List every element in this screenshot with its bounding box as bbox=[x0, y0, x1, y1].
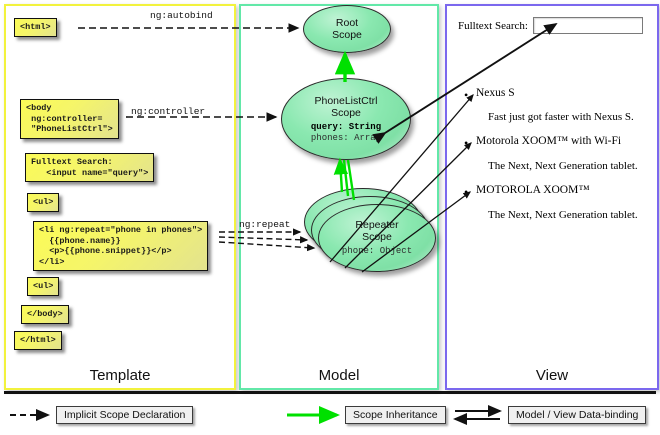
edge-label-ng-autobind: ng:autobind bbox=[150, 10, 213, 21]
legend-implicit-scope-declaration: Implicit Scope Declaration bbox=[56, 406, 194, 424]
phone-name-2: MOTOROLA XOOM™ bbox=[476, 184, 590, 196]
code-box-body-controller: <body ng:controller= "PhoneListCtrl"> bbox=[20, 99, 119, 139]
code-box-ul-close-tag: <ul> bbox=[27, 277, 60, 296]
phone-snippet-0: Fast just got faster with Nexus S. bbox=[488, 111, 634, 123]
code-box-html-open-tag: <html> bbox=[14, 18, 57, 37]
phone-name-0: Nexus S bbox=[476, 87, 515, 99]
panel-view-label: View bbox=[535, 367, 569, 384]
phone-list-item-name-2: • MOTOROLA XOOM™ bbox=[464, 184, 590, 199]
phone-snippet-1: The Next, Next Generation tablet. bbox=[488, 160, 638, 172]
code-box-li-ng-repeat: <li ng:repeat="phone in phones"> {{phone… bbox=[33, 221, 209, 271]
scope-repeater-prop-phone: phone: Object bbox=[341, 246, 413, 256]
bullet-icon: • bbox=[464, 88, 469, 102]
bullet-icon: • bbox=[464, 136, 469, 150]
phone-name-1: Motorola XOOM™ with Wi-Fi bbox=[476, 135, 622, 147]
phone-list-item-name-1: • Motorola XOOM™ with Wi-Fi bbox=[464, 135, 622, 150]
edge-label-ng-repeat: ng:repeat bbox=[239, 219, 291, 230]
panel-template-label: Template bbox=[89, 367, 151, 384]
legend-divider bbox=[4, 391, 656, 394]
phone-list-item-name-0: • Nexus S bbox=[464, 87, 515, 102]
code-box-ul-open-tag: <ul> bbox=[27, 193, 60, 212]
legend-scope-inheritance: Scope Inheritance bbox=[345, 406, 446, 424]
bullet-icon: • bbox=[464, 185, 469, 199]
code-box-body-close-tag: </body> bbox=[21, 305, 69, 324]
view-search-row: Fulltext Search: bbox=[458, 17, 643, 34]
legend-model-view-data-binding: Model / View Data-binding bbox=[508, 406, 647, 424]
code-box-fulltext-search-input: Fulltext Search: <input name="query"> bbox=[25, 153, 155, 182]
code-box-html-close-tag: </html> bbox=[14, 331, 62, 350]
edge-label-ng-controller: ng:controller bbox=[131, 106, 206, 117]
scope-phonelistctrl-prop-query: query: String bbox=[310, 121, 382, 132]
fulltext-search-input[interactable] bbox=[532, 17, 643, 34]
phone-snippet-2: The Next, Next Generation tablet. bbox=[488, 209, 638, 221]
view-rendered-output: Fulltext Search: • Nexus S Fast just got… bbox=[452, 11, 648, 379]
panel-model-label: Model bbox=[318, 367, 360, 384]
scope-phonelistctrl-prop-phones: phones: Array bbox=[310, 132, 382, 143]
view-search-label: Fulltext Search: bbox=[458, 19, 528, 32]
